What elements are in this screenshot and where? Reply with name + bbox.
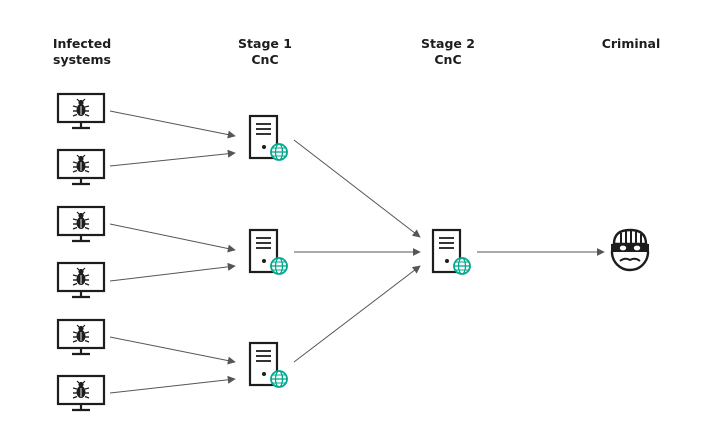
monitor-bug-icon <box>56 261 106 299</box>
masked-criminal-icon <box>610 228 650 272</box>
monitor-bug-icon <box>56 374 106 412</box>
server-globe-icon <box>248 228 289 276</box>
server-globe-icon <box>431 228 472 276</box>
header-infected-systems: Infected systems <box>52 36 112 67</box>
monitor-bug-icon <box>56 148 106 186</box>
monitor-bug-icon <box>56 318 106 356</box>
header-stage1-cnc: Stage 1 CnC <box>238 36 292 67</box>
header-criminal: Criminal <box>601 36 661 51</box>
monitor-bug-icon <box>56 92 106 130</box>
header-stage2-cnc: Stage 2 CnC <box>421 36 475 67</box>
monitor-bug-icon <box>56 205 106 243</box>
server-globe-icon <box>248 114 289 162</box>
server-globe-icon <box>248 341 289 389</box>
connection-arrows <box>109 110 605 394</box>
